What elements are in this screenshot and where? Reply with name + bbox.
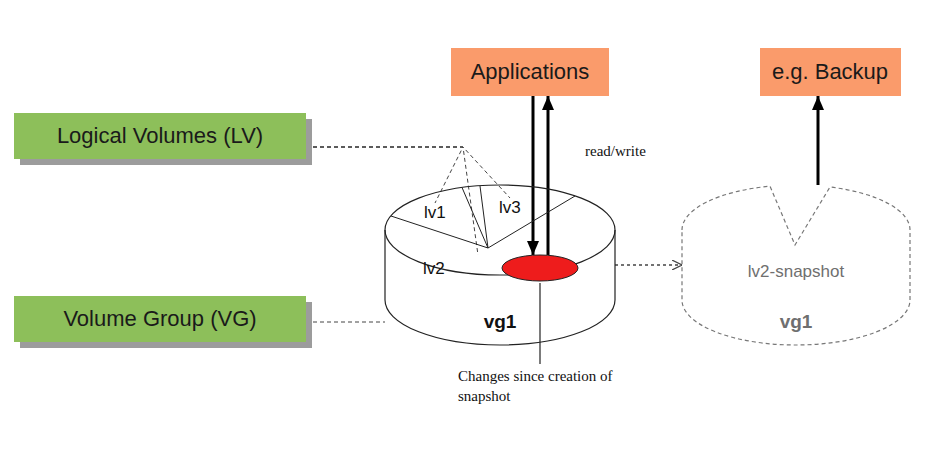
node-text: lv2-snapshot xyxy=(748,262,844,282)
write-arrow xyxy=(532,96,535,255)
backup-arrow xyxy=(817,96,820,185)
leader-line xyxy=(306,147,463,203)
lv-callout-box: Logical Volumes (LV) xyxy=(14,113,306,159)
node-text: vg1 xyxy=(484,311,517,333)
logical-volume-slice: lv2 xyxy=(415,255,595,285)
node-text: Logical Volumes (LV) xyxy=(57,123,263,148)
node-text: Applications xyxy=(471,59,590,84)
logical-volume-slice: lv1 xyxy=(424,203,446,223)
application-box: Applications xyxy=(451,48,609,96)
edge-label: read/write xyxy=(583,143,648,160)
node-text: lv3 xyxy=(499,198,521,218)
leader-line xyxy=(306,322,385,323)
snapshot-arrow xyxy=(615,264,682,265)
node-text: lv2 xyxy=(423,259,445,279)
leader-line xyxy=(306,147,510,198)
logical-volume-slice: lv3 xyxy=(499,198,521,218)
slice-edge xyxy=(480,186,488,248)
disk-body xyxy=(385,230,615,345)
callout-note: Changes since creation of snapshot xyxy=(458,366,618,406)
disk-top xyxy=(385,185,615,275)
vg-callout-box: Volume Group (VG) xyxy=(14,296,306,342)
read-arrow xyxy=(547,96,550,255)
node-text: vg1 xyxy=(780,311,813,333)
callout-leader-line xyxy=(539,283,540,364)
backup-box: e.g. Backup xyxy=(760,48,901,96)
node-text: e.g. Backup xyxy=(772,59,888,84)
snapshot-volume: lv2-snapshot vg1 xyxy=(682,185,910,345)
volume-group-disk: vg1 lv1 lv3 lv2 xyxy=(385,185,615,345)
slice-edge xyxy=(488,196,575,248)
node-text: lv1 xyxy=(424,203,446,223)
node-text: Volume Group (VG) xyxy=(63,306,256,331)
snapshot-outline xyxy=(682,186,910,345)
leader-line xyxy=(306,147,478,255)
changed-blocks xyxy=(502,255,578,281)
